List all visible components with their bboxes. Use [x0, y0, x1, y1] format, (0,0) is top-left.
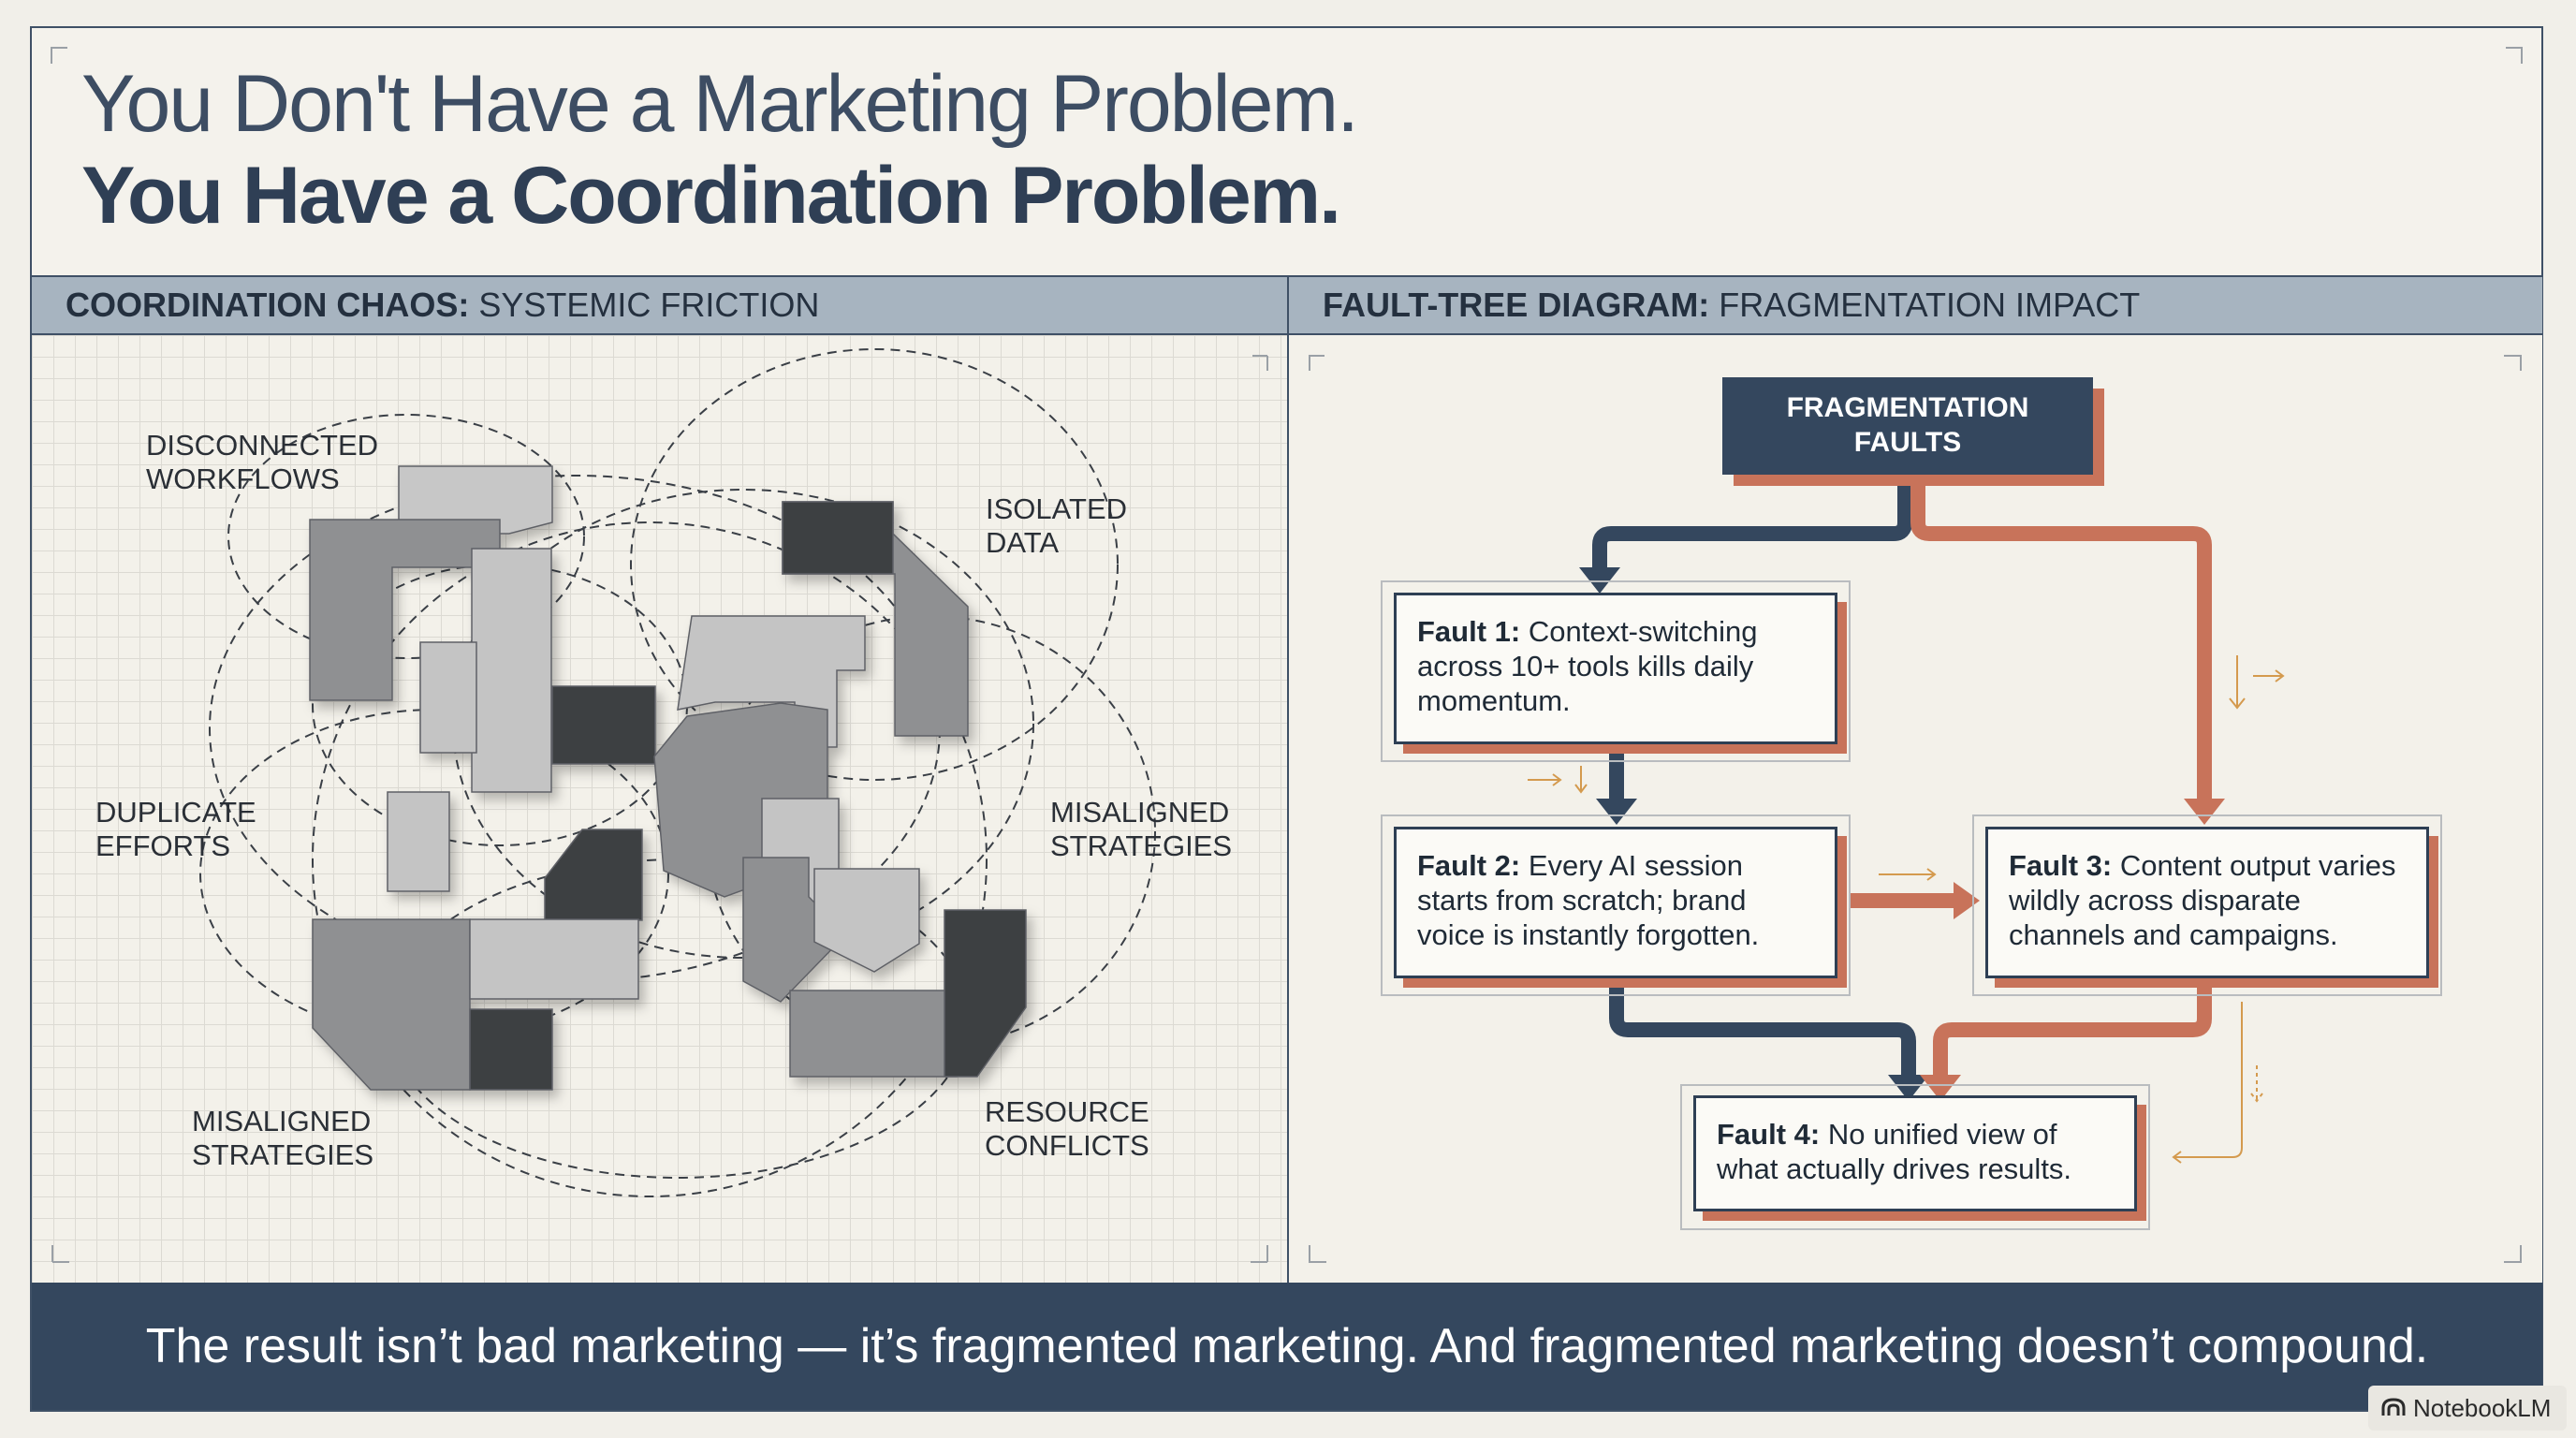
- block: [309, 519, 501, 701]
- arrowhead: [2184, 799, 2225, 825]
- fault-tree-panel: Fault 1: Context-switching across 10+ to…: [1289, 335, 2542, 1283]
- corner-mark: [2504, 1245, 2522, 1263]
- arrowhead: [1954, 882, 1980, 919]
- right-header-rest: FRAGMENTATION IMPACT: [1709, 286, 2141, 324]
- box-bracket: [1972, 814, 2442, 996]
- label-isolated-data: ISOLATED DATA: [986, 492, 1128, 559]
- corner-mark: [2506, 47, 2523, 64]
- navy-connectors: [1592, 476, 1916, 1075]
- corner-mark: [51, 1245, 69, 1263]
- label-misaligned-strategies-right: MISALIGNED STRATEGIES: [1050, 796, 1233, 862]
- block: [471, 548, 552, 793]
- title-line-1: You Don't Have a Marketing Problem.: [81, 59, 1359, 149]
- footer-banner: The result isn’t bad marketing — it’s fr…: [32, 1283, 2542, 1410]
- title-line-2: You Have a Coordination Problem.: [81, 151, 1341, 241]
- label-resource-conflicts: RESOURCE CONFLICTS: [985, 1095, 1149, 1162]
- connector-top-to-fault1: [1592, 476, 1912, 567]
- small-arrow: [1528, 773, 1562, 786]
- block: [469, 1008, 553, 1091]
- left-header-rest: SYSTEMIC FRICTION: [469, 286, 820, 324]
- fault-3-text: Content output varies wildly across disp…: [2009, 849, 2396, 951]
- block: [782, 501, 894, 575]
- fault-1-label: Fault 1:: [1417, 615, 1521, 648]
- block: [469, 918, 639, 1000]
- fault-1-box: Fault 1: Context-switching across 10+ to…: [1394, 593, 1837, 744]
- connector-fault2-to-fault4: [1609, 981, 1916, 1075]
- block: [387, 791, 450, 892]
- rust-arrowheads: [1920, 799, 2225, 1101]
- arrowhead: [1596, 799, 1637, 825]
- fault-3-label: Fault 3:: [2009, 849, 2113, 882]
- corner-mark: [1309, 355, 1325, 371]
- label-duplicate-efforts: DUPLICATE EFFORTS: [95, 796, 256, 862]
- corner-mark: [1251, 1245, 1268, 1263]
- box-bracket: [1680, 1084, 2150, 1230]
- annotation-arrows: [1528, 655, 2285, 1164]
- corner-mark: [51, 47, 67, 64]
- block: [789, 990, 958, 1078]
- label-misaligned-strategies-left: MISALIGNED STRATEGIES: [192, 1105, 374, 1171]
- fault-2-box: Fault 2: Every AI session starts from sc…: [1394, 827, 1837, 978]
- orbit: [452, 489, 1034, 959]
- left-header-bold: COORDINATION CHAOS:: [66, 286, 470, 324]
- arrowhead: [1920, 1075, 1961, 1101]
- small-arrow: [2253, 669, 2285, 682]
- fault-4-text: No unified view of what actually drives …: [1717, 1118, 2072, 1185]
- block: [312, 918, 471, 1091]
- corner-mark: [1252, 355, 1268, 371]
- panel-divider: [1287, 275, 1289, 1283]
- left-section-header: COORDINATION CHAOS: SYSTEMIC FRICTION: [32, 275, 1287, 335]
- arrowhead: [1888, 1075, 1929, 1101]
- right-header-bold: FAULT-TREE DIAGRAM:: [1323, 286, 1710, 324]
- block: [544, 829, 643, 921]
- rust-connectors: [1851, 476, 2212, 1075]
- small-arrow: [2172, 1002, 2243, 1164]
- box-bracket: [1381, 814, 1851, 996]
- corner-mark: [2504, 355, 2522, 371]
- fault-2-text: Every AI session starts from scratch; br…: [1417, 849, 1760, 951]
- fault-2-label: Fault 2:: [1417, 849, 1521, 882]
- title-area: You Don't Have a Marketing Problem. You …: [49, 39, 2501, 255]
- label-disconnected-workflows: DISCONNECTED WORKFLOWS: [146, 429, 379, 495]
- notebooklm-icon: [2381, 1398, 2406, 1416]
- coordination-chaos-panel: DISCONNECTED WORKFLOWS ISOLATED DATA DUP…: [32, 335, 1287, 1283]
- badge-label: NotebookLM: [2413, 1394, 2552, 1422]
- fault-3-box: Fault 3: Content output varies wildly ac…: [1985, 827, 2429, 978]
- footer-text: The result isn’t bad marketing — it’s fr…: [145, 1319, 2429, 1373]
- block: [419, 641, 477, 754]
- orbit: [227, 414, 585, 659]
- block: [551, 685, 656, 765]
- block: [813, 868, 920, 973]
- notebooklm-badge: NotebookLM: [2368, 1386, 2567, 1431]
- orbit: [630, 348, 1119, 781]
- fault-4-box: Fault 4: No unified view of what actuall…: [1693, 1095, 2137, 1211]
- fault-1-text: Context-switching across 10+ tools kills…: [1417, 615, 1758, 717]
- chaos-diagram: [51, 348, 1268, 1263]
- small-arrow: [2229, 655, 2246, 710]
- fragment-blocks: [309, 465, 1027, 1091]
- fragmentation-faults-node: FRAGMENTATION FAULTS: [1722, 377, 2093, 475]
- connector-top-to-fault3: [1910, 476, 2212, 799]
- fault-4-label: Fault 4:: [1717, 1118, 1821, 1151]
- corner-mark: [1309, 1245, 1326, 1263]
- orbit: [312, 521, 988, 1197]
- box-bracket: [1381, 580, 1851, 762]
- connector-fault3-to-fault4: [1933, 981, 2212, 1075]
- block: [944, 909, 1027, 1078]
- small-arrow: [2250, 1065, 2263, 1103]
- small-arrow: [1574, 766, 1588, 794]
- small-arrow: [1879, 868, 1937, 881]
- right-section-header: FAULT-TREE DIAGRAM: FRAGMENTATION IMPACT: [1289, 275, 2542, 335]
